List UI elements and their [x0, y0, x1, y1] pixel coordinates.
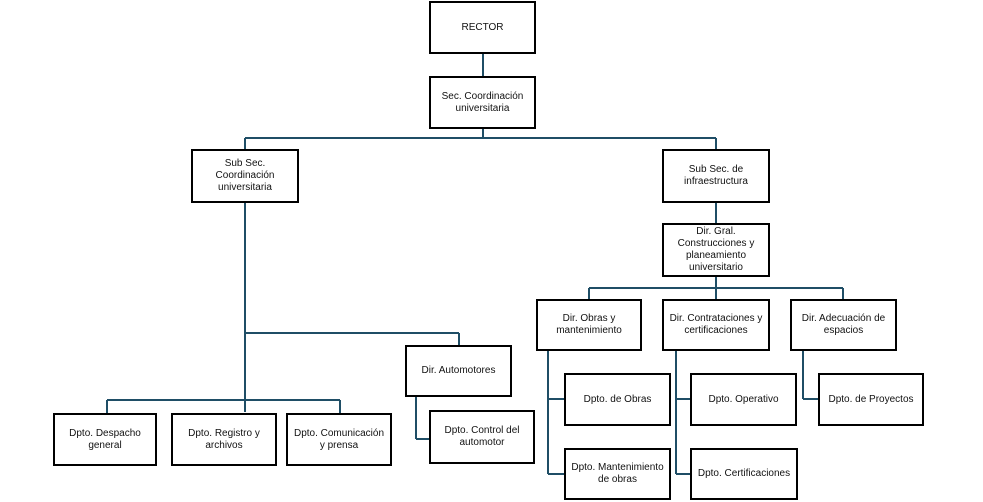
- node-label: Dpto. Despacho general: [69, 427, 141, 451]
- node-dpto-comunicacion: Dpto. Comunicación y prensa: [286, 413, 392, 466]
- node-label: Dpto. Certificaciones: [697, 468, 791, 479]
- node-subsec-infraestructura: Sub Sec. de infraestructura: [662, 149, 770, 203]
- node-label: Dir. Gral. Construcciones y planeamiento…: [677, 226, 755, 273]
- node-label: Dpto. Mantenimiento de obras: [571, 462, 664, 485]
- node-label: Dir. Automotores: [421, 365, 496, 376]
- node-dpto-registro: Dpto. Registro y archivos: [171, 413, 277, 466]
- node-dpto-proyectos: Dpto. de Proyectos: [818, 373, 924, 426]
- node-label: Dir. Adecuación de espacios: [801, 313, 886, 336]
- node-label: Sub Sec. Coordinación universitaria: [215, 158, 275, 193]
- node-label: Dir. Contrataciones y certificaciones: [669, 313, 763, 336]
- node-label: Dpto. Comunicación y prensa: [293, 427, 385, 451]
- node-label: Dir. Obras y mantenimiento: [556, 313, 622, 336]
- node-sec-coordinacion: Sec. Coordinación universitaria: [429, 76, 536, 129]
- node-dpto-operativo: Dpto. Operativo: [690, 373, 797, 426]
- node-label: Sec. Coordinación universitaria: [441, 90, 524, 114]
- node-dpto-despacho: Dpto. Despacho general: [53, 413, 157, 466]
- node-dpto-control-automotor: Dpto. Control del automotor: [429, 410, 535, 464]
- node-dir-obras-mantenimiento: Dir. Obras y mantenimiento: [536, 299, 642, 351]
- node-label: Dpto. Operativo: [708, 393, 779, 405]
- node-subsec-coordinacion: Sub Sec. Coordinación universitaria: [191, 149, 299, 203]
- node-dpto-obras: Dpto. de Obras: [564, 373, 671, 426]
- node-dir-gral-construcciones: Dir. Gral. Construcciones y planeamiento…: [662, 223, 770, 277]
- node-dpto-mantenimiento-obras: Dpto. Mantenimiento de obras: [564, 448, 671, 500]
- node-dir-adecuacion: Dir. Adecuación de espacios: [790, 299, 897, 351]
- node-label: Dpto. de Proyectos: [828, 393, 914, 405]
- node-label: RECTOR: [461, 21, 504, 33]
- node-label: Dpto. Registro y archivos: [188, 427, 260, 451]
- node-label: Sub Sec. de infraestructura: [684, 164, 748, 187]
- node-label: Dpto. Control del automotor: [444, 425, 520, 448]
- node-dpto-certificaciones: Dpto. Certificaciones: [690, 448, 798, 500]
- node-dir-automotores: Dir. Automotores: [405, 345, 512, 397]
- node-label: Dpto. de Obras: [583, 393, 652, 405]
- node-dir-contrataciones: Dir. Contrataciones y certificaciones: [662, 299, 770, 351]
- node-rector: RECTOR: [429, 1, 536, 54]
